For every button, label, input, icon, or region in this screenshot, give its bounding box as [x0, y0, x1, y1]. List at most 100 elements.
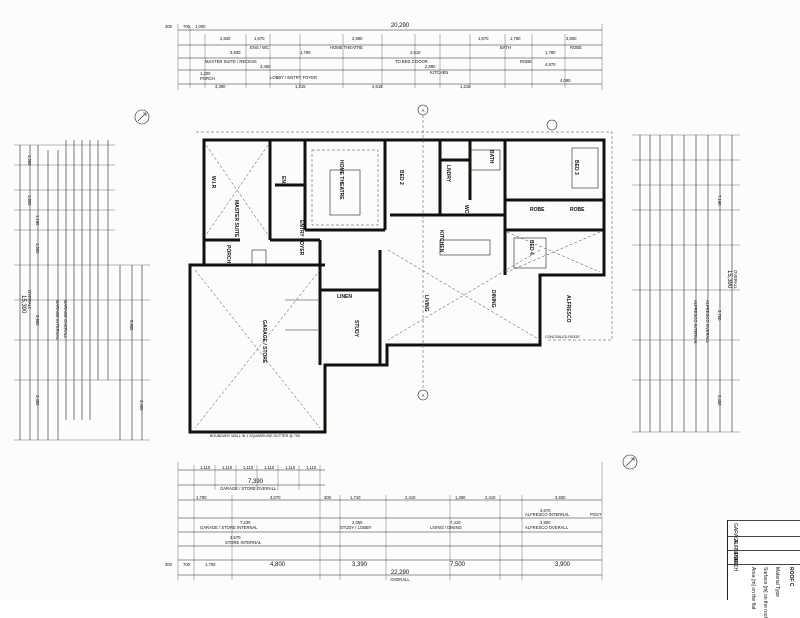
- top-dim-label: MASTER SUITE / RECESS: [205, 59, 257, 64]
- bottom-dim: 7,500: [450, 562, 466, 568]
- title-block-text: ROOF C: [788, 567, 794, 587]
- title-block-row: ROOF C Material Type Surface [m] on the …: [728, 564, 800, 618]
- bottom-dim: 1,110: [243, 465, 254, 470]
- bottom-dim: 3,390: [352, 562, 368, 568]
- top-dim-label: KITCHEN: [430, 70, 448, 75]
- bottom-dim: 3,900: [555, 495, 566, 500]
- bottom-dim: 3,070: [270, 495, 281, 500]
- room-bed-4: BED 4: [528, 240, 534, 255]
- top-dim: 1,790: [300, 50, 311, 55]
- top-overall-dim: 20,290: [391, 23, 410, 29]
- bottom-dimension-strings: 1,110 1,110 1,110 1,110 1,110 1,110 GARA…: [165, 462, 603, 582]
- bottom-dim: 3,900: [555, 562, 571, 568]
- fixtures: [251, 119, 599, 331]
- roof-outline: [194, 131, 613, 429]
- room-wir: W.I.R: [210, 176, 216, 189]
- bottom-dim: 4,800: [270, 562, 286, 568]
- left-dim: 1,800: [27, 195, 32, 206]
- bottom-dim: 300: [165, 562, 173, 567]
- bottom-dim: 7,230: [240, 520, 251, 525]
- section-marker: A: [417, 389, 429, 401]
- room-living: LIVING: [423, 295, 429, 312]
- title-block-text: Material Type: [774, 567, 780, 597]
- room-alfresco: ALFRESCO: [565, 295, 571, 323]
- top-dim: 3,460: [260, 64, 271, 69]
- top-dim-label: ENS / WC: [250, 45, 269, 50]
- title-block-row: GARAGE / STORE: [728, 520, 800, 566]
- top-dim: 1,215: [460, 84, 471, 89]
- bottom-dim: 7,390: [248, 479, 264, 485]
- bottom-dim: 7,410: [450, 520, 461, 525]
- room-porch: PORCH: [225, 245, 231, 263]
- title-block: GARAGE / STORE ALFRESCO PORCH ROOF C Mat…: [727, 520, 800, 618]
- bottom-dim-label: STUDY / LOBBY: [340, 525, 372, 530]
- top-dim: 1,670: [254, 36, 265, 41]
- top-dim-label: TO BED 2 DOOR: [395, 59, 428, 64]
- bottom-dim-label: ALFRESCO INTERNAL: [525, 512, 570, 517]
- left-dim: 3,400: [35, 395, 40, 406]
- room-bed-3: BED 3: [573, 160, 579, 175]
- left-dim: 5,900: [129, 320, 134, 331]
- bottom-dim: 300: [324, 495, 332, 500]
- svg-text:A: A: [422, 108, 425, 113]
- top-dim: 2,960: [352, 36, 363, 41]
- top-dim-label: ROBE: [520, 59, 532, 64]
- top-dim: 1,200: [200, 71, 211, 76]
- room-home-theatre: HOME THEATRE: [338, 160, 344, 200]
- bottom-dim: 2,410: [485, 495, 496, 500]
- top-dim: 700: [183, 24, 191, 29]
- right-dimension-strings: 15,390 OVERALL 7,190 3,700 3,400 ALFRESC…: [632, 134, 740, 433]
- bottom-dim: 1,700: [205, 562, 216, 567]
- title-block-row: PORCH: [728, 550, 800, 571]
- bottom-dim: 2,050: [352, 520, 363, 525]
- top-dim: 1,570: [478, 36, 489, 41]
- top-dim: 3,930: [230, 50, 241, 55]
- left-dim: 1,190: [35, 215, 40, 226]
- bottom-dim: 3,670: [540, 508, 551, 513]
- right-dim-label: ALFRESCO OVERALL: [705, 300, 710, 344]
- left-dim: 1,300: [27, 155, 32, 166]
- room-linen: LINEN: [337, 294, 352, 300]
- bottom-dim: 3,570: [230, 535, 241, 540]
- right-overall-dim: 15,390: [726, 270, 732, 289]
- svg-text:A: A: [422, 393, 425, 398]
- bottom-dim-label: LIVING / DINING: [430, 525, 462, 530]
- top-dim: 2,510: [410, 50, 421, 55]
- room-labels: MASTER SUITE ENS W.I.R HOME THEATRE BED …: [210, 150, 585, 364]
- left-dim: 1,000: [35, 243, 40, 254]
- top-dim: 2,615: [372, 84, 383, 89]
- bottom-dim: 1,710: [350, 495, 361, 500]
- left-dim-label: GARAGE INTERNAL: [55, 300, 60, 340]
- top-dim: 4,090: [560, 78, 571, 83]
- top-dim: 1,215: [295, 84, 306, 89]
- room-bed-2: BED 2: [398, 170, 404, 185]
- left-dimension-strings: 15,390 OVERALL 5,900 3,400 1,300 1,800 1…: [14, 140, 150, 441]
- title-block-text: Area [m] on the flat: [750, 567, 756, 610]
- bottom-dim: 1,110: [200, 465, 211, 470]
- floor-plan-sheet: 20,290 300 700 1,000 2,830 1,670 2,960 1…: [14, 23, 800, 618]
- left-overall-label: OVERALL: [27, 290, 32, 310]
- bottom-dim-label: GARAGE / STORE INTERNAL: [200, 525, 258, 530]
- top-dim-label: ROBE: [570, 45, 582, 50]
- room-dining: DINING: [490, 290, 496, 308]
- left-dim-label: GARAGE OVERALL: [63, 300, 68, 339]
- bottom-dim: 1,110: [285, 465, 296, 470]
- bottom-dim: 1,110: [222, 465, 233, 470]
- title-block-row: ALFRESCO: [728, 536, 800, 566]
- bottom-dim: 1,110: [306, 465, 317, 470]
- room-bath: BATH: [488, 150, 494, 164]
- bottom-dim: 1,390: [455, 495, 466, 500]
- bottom-dim: 3,900: [540, 520, 551, 525]
- top-dim: 2,830: [220, 36, 231, 41]
- room-ens: ENS: [280, 176, 286, 187]
- right-dim-label: ALFRESCO INTERNAL: [693, 300, 698, 345]
- section-marker: A: [417, 104, 429, 116]
- top-dim: 1,780: [545, 50, 556, 55]
- boundary-note: BOUNDARY WALL IN 1 SQUARELINE GUTTER @ 7…: [210, 434, 300, 438]
- bottom-dim-label: GARAGE / STORE OVERALL: [220, 486, 277, 491]
- top-dimension-strings: 20,290 300 700 1,000 2,830 1,670 2,960 1…: [165, 23, 603, 90]
- bottom-overall-label: OVERALL: [390, 577, 410, 582]
- bottom-dim-label: POST: [590, 512, 602, 517]
- top-dim-label: PORCH: [200, 76, 215, 81]
- top-dim-label: LOBBY / ENTRY FOYER: [270, 75, 317, 80]
